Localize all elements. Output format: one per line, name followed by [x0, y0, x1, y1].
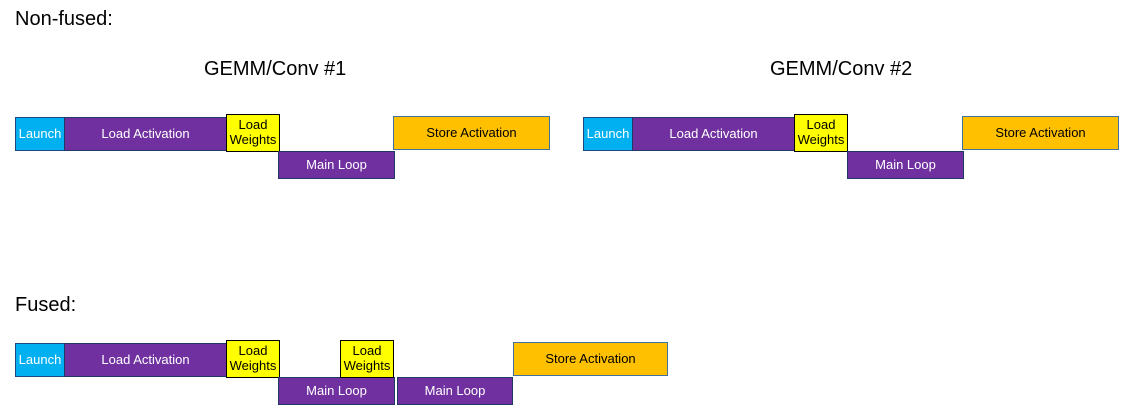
load-weights-block-2: Load Weights: [340, 340, 394, 378]
load-activation-block: Load Activation: [64, 117, 227, 151]
non-fused-heading: Non-fused:: [15, 8, 113, 30]
load-weights-block: Load Weights: [226, 114, 280, 152]
store-activation-block: Store Activation: [962, 116, 1119, 150]
launch-block: Launch: [583, 117, 633, 151]
gemm-conv-2-title: GEMM/Conv #2: [770, 58, 913, 80]
launch-block: Launch: [15, 343, 65, 377]
main-loop-block: Main Loop: [847, 151, 964, 179]
store-activation-block: Store Activation: [513, 342, 668, 376]
main-loop-block-2: Main Loop: [397, 377, 513, 405]
load-weights-block: Load Weights: [794, 114, 848, 152]
gemm-conv-1-title: GEMM/Conv #1: [204, 58, 347, 80]
load-weights-block-1: Load Weights: [226, 340, 280, 378]
main-loop-block-1: Main Loop: [278, 377, 395, 405]
load-activation-block: Load Activation: [64, 343, 227, 377]
launch-block: Launch: [15, 117, 65, 151]
store-activation-block: Store Activation: [393, 116, 550, 150]
fused-heading: Fused:: [15, 294, 77, 316]
load-activation-block: Load Activation: [632, 117, 795, 151]
main-loop-block: Main Loop: [278, 151, 395, 179]
